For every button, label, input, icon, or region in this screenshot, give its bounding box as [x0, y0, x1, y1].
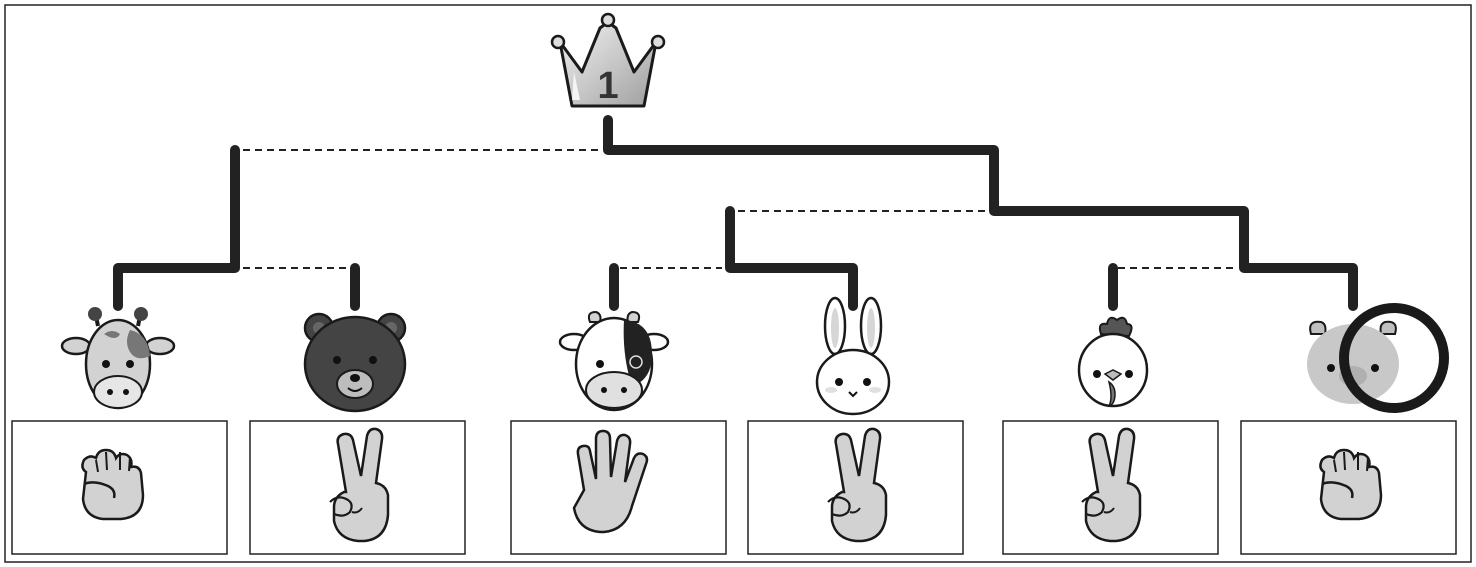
outer-frame	[4, 4, 1472, 563]
rabbit-icon	[815, 296, 891, 416]
hand-card-5	[1002, 420, 1219, 555]
bracket-dashed-links	[243, 149, 1236, 269]
hand-card-3	[510, 420, 727, 555]
hand-card-4	[747, 420, 964, 555]
hand-card-2	[249, 420, 466, 555]
circle-marker-icon	[1339, 303, 1449, 413]
bracket-winner-path	[603, 115, 1358, 311]
rank-label: 1	[597, 65, 618, 107]
bracket-middle-branch	[725, 206, 858, 311]
cow-icon	[558, 310, 670, 412]
bear-icon	[303, 312, 407, 413]
hand-card-1	[11, 420, 228, 555]
bracket-lines	[113, 115, 1358, 311]
giraffe-icon	[60, 307, 176, 410]
chicken-icon	[1077, 316, 1149, 408]
crown-icon: 1	[550, 12, 666, 108]
bracket-left-branch	[113, 145, 240, 311]
hand-card-6	[1240, 420, 1457, 555]
